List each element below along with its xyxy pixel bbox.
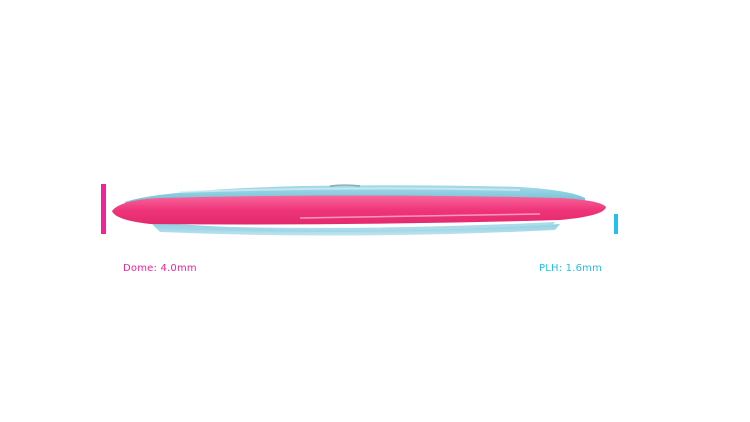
disc-bottom: [150, 222, 560, 236]
plh-measurement-label: PLH: 1.6mm: [539, 263, 603, 274]
plh-height-marker: [614, 214, 618, 234]
disc-bottom-lip: [160, 222, 555, 232]
disc-rim: [112, 195, 606, 225]
disc-top-highlight: [179, 187, 521, 193]
dome-measurement-label: Dome: 4.0mm: [123, 263, 197, 274]
dome-height-marker: [101, 184, 106, 234]
disc-rim-highlight: [299, 213, 541, 219]
disc-top-stamp-shadow: [329, 184, 361, 187]
